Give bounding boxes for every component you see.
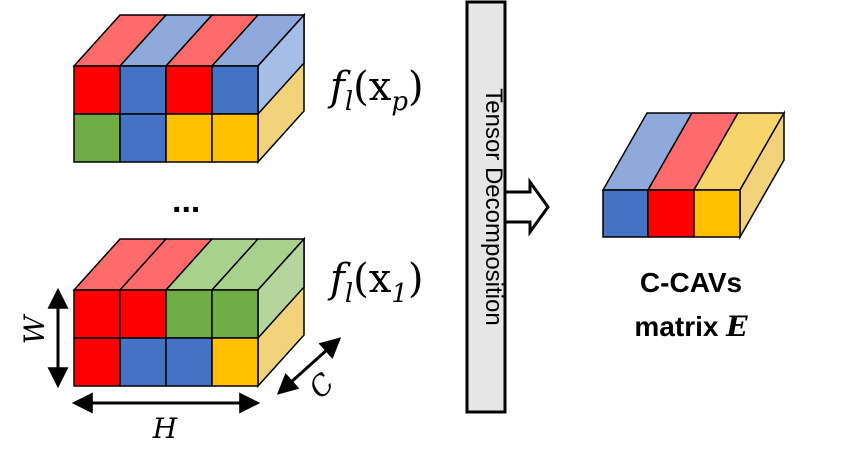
ccav-matrix (601, 110, 786, 240)
decomposition-arrow (465, 0, 550, 414)
tensor-top-label: fl(xp) (327, 64, 424, 117)
h-label: H (152, 412, 178, 445)
w-label: W (18, 313, 51, 344)
output-line1: C-CAVs (640, 267, 742, 298)
tensor-top (72, 13, 306, 164)
output-line2: matrix E (634, 310, 748, 343)
c-dimension-arrow (276, 337, 342, 395)
decomposition-label: Tensor Decomposition (480, 88, 507, 325)
c-label: C (302, 366, 340, 404)
ellipsis: ... (172, 182, 200, 220)
tensor-bottom-label: fl(x1) (327, 256, 423, 309)
tensor-bottom (72, 237, 306, 388)
